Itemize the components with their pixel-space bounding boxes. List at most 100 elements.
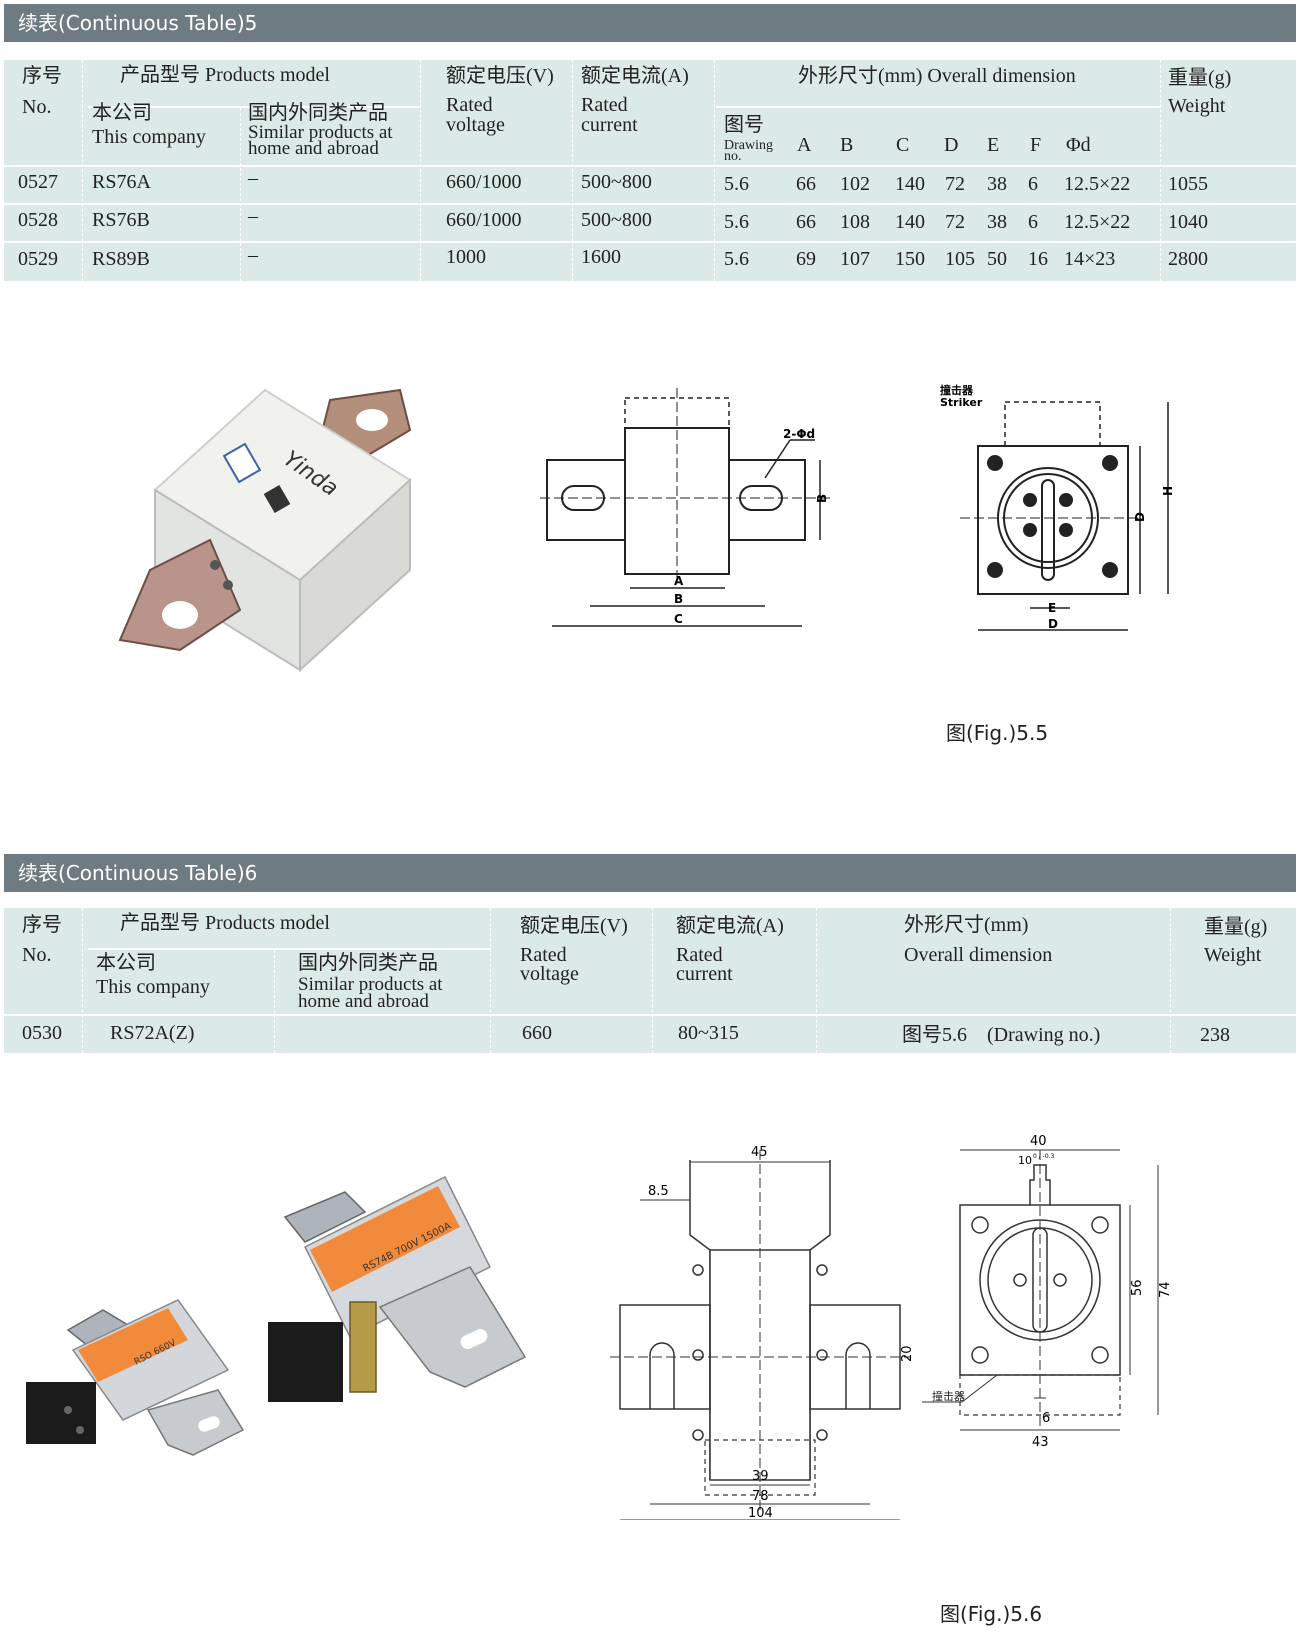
header-current-en1: Rated (676, 944, 723, 966)
screw-icon (816, 1349, 828, 1361)
fuse-photo-rs74b: RS74B 700V 1500A (268, 1175, 527, 1402)
cell-current: 1600 (581, 246, 621, 268)
microswitch (26, 1382, 96, 1444)
slot-right (739, 485, 783, 511)
screw-icon (1023, 523, 1037, 537)
header-similar-en2: home and abroad (248, 138, 379, 159)
cell-D: 105 (945, 248, 975, 270)
table5-title: 续表(Continuous Table)5 (4, 4, 1296, 42)
cell-weight: 238 (1200, 1024, 1230, 1046)
screw-icon (816, 1264, 828, 1276)
table6-title: 续表(Continuous Table)6 (4, 854, 1296, 892)
drawing-side-view-56: 40 10 0 / -0.3 56 74 6 43 (959, 1134, 1173, 1450)
cell-voltage: 660 (522, 1022, 552, 1044)
screw-icon (1059, 523, 1073, 537)
terminal-hole (356, 409, 388, 431)
left-wall (689, 1160, 711, 1480)
header-phi: Φd (1066, 134, 1091, 156)
header-dimension-cn: 外形尺寸(mm) (904, 914, 1029, 936)
bolt-icon (223, 580, 233, 590)
cell-no: 0528 (18, 209, 58, 231)
screw-icon (987, 562, 1003, 578)
header-drawing-cn: 图号 (724, 114, 764, 136)
screw-icon (816, 1429, 828, 1441)
bolt-icon (210, 560, 220, 570)
cell-no: 0530 (22, 1022, 62, 1044)
screw-icon (692, 1264, 704, 1276)
drawing-side-view: 撞击器 Striker D H E D (940, 383, 1175, 631)
dim-8-5: 8.5 (648, 1184, 669, 1199)
header-similar-cn: 国内外同类产品 (298, 952, 438, 974)
right-wall (809, 1160, 831, 1480)
cell-D: 72 (945, 173, 965, 195)
cell-B: 107 (840, 248, 870, 270)
cell-no: 0529 (18, 248, 58, 270)
cell-C: 140 (895, 173, 925, 195)
fuse-photo-rs72a-small: RSO 660V (26, 1299, 245, 1456)
rating-label (222, 442, 262, 484)
screw-icon (64, 1406, 72, 1414)
header-model: 产品型号 Products model (120, 912, 330, 934)
dim-C: C (674, 612, 683, 626)
header-no-cn: 序号 (22, 914, 62, 936)
cell-A: 69 (796, 248, 816, 270)
header-voltage-cn: 额定电压(V) (446, 65, 554, 87)
screw-icon (1013, 1273, 1027, 1287)
header-company-cn: 本公司 (92, 102, 152, 124)
header-B: B (840, 134, 854, 156)
drawing-front-view-56: 45 8.5 20 39 78 104 (610, 1145, 915, 1520)
cell-voltage: 660/1000 (446, 209, 522, 231)
screw-icon (692, 1429, 704, 1441)
table6: 序号 No. 产品型号 Products model 本公司 This comp… (4, 908, 1296, 1053)
header-company-en: This company (92, 126, 206, 148)
fig55-caption: 图(Fig.)5.5 (946, 721, 1049, 745)
bottom-terminal-blade (146, 1389, 245, 1456)
label-striker-en: Striker (940, 396, 983, 409)
cell-drawing: 5.6 (724, 173, 749, 195)
screw-icon (1091, 1216, 1109, 1234)
cell-current: 80~315 (678, 1022, 739, 1044)
side-slot (1041, 479, 1055, 581)
header-no-en: No. (22, 96, 52, 118)
striker-dashed (959, 1374, 1121, 1416)
header-weight-cn: 重量(g) (1204, 916, 1268, 938)
screw-icon (692, 1349, 704, 1361)
cell-E: 38 (987, 173, 1007, 195)
cell-E: 50 (987, 248, 1007, 270)
screw-icon (1102, 455, 1118, 471)
top-terminal-blade (283, 1191, 367, 1243)
cell-A: 66 (796, 211, 816, 233)
header-dimension: 外形尺寸(mm) Overall dimension (798, 65, 1076, 87)
dim-10: 10 (1018, 1154, 1032, 1167)
left-slot (649, 1342, 675, 1409)
microswitch (268, 1322, 343, 1402)
header-current-en2: current (581, 114, 638, 136)
header-no-cn: 序号 (22, 65, 62, 87)
side-body-outline (977, 445, 1129, 595)
header-dimension-en: Overall dimension (904, 944, 1053, 966)
cell-D: 72 (945, 211, 965, 233)
header-company-en: This company (96, 976, 210, 998)
orange-label (310, 1186, 460, 1292)
header-weight-en: Weight (1204, 944, 1262, 966)
cell-drawing: 5.6 (724, 211, 749, 233)
dim-6: 6 (1042, 1411, 1050, 1426)
cell-drawing: 图号5.6 (Drawing no.) (902, 1024, 1101, 1046)
barcode-label (263, 484, 291, 514)
screw-icon (971, 1216, 989, 1234)
header-model: 产品型号 Products model (120, 64, 330, 86)
terminal-slot (198, 1416, 220, 1432)
header-drawing-en2: no. (724, 149, 742, 164)
screw-icon (1102, 562, 1118, 578)
dim-56: 56 (1130, 1279, 1145, 1296)
striker-dashed (624, 397, 730, 429)
header-current-cn: 额定电流(A) (581, 65, 689, 87)
header-C: C (896, 134, 910, 156)
fuse-photo-rs76: Yinda (118, 388, 412, 673)
dim-104: 104 (748, 1506, 773, 1520)
fuse-body (71, 1299, 230, 1421)
cell-drawing: 5.6 (724, 248, 749, 270)
dim-10-tolerance: 0 / -0.3 (1033, 1153, 1055, 1160)
screw-icon (987, 455, 1003, 471)
orange-label (78, 1308, 188, 1382)
